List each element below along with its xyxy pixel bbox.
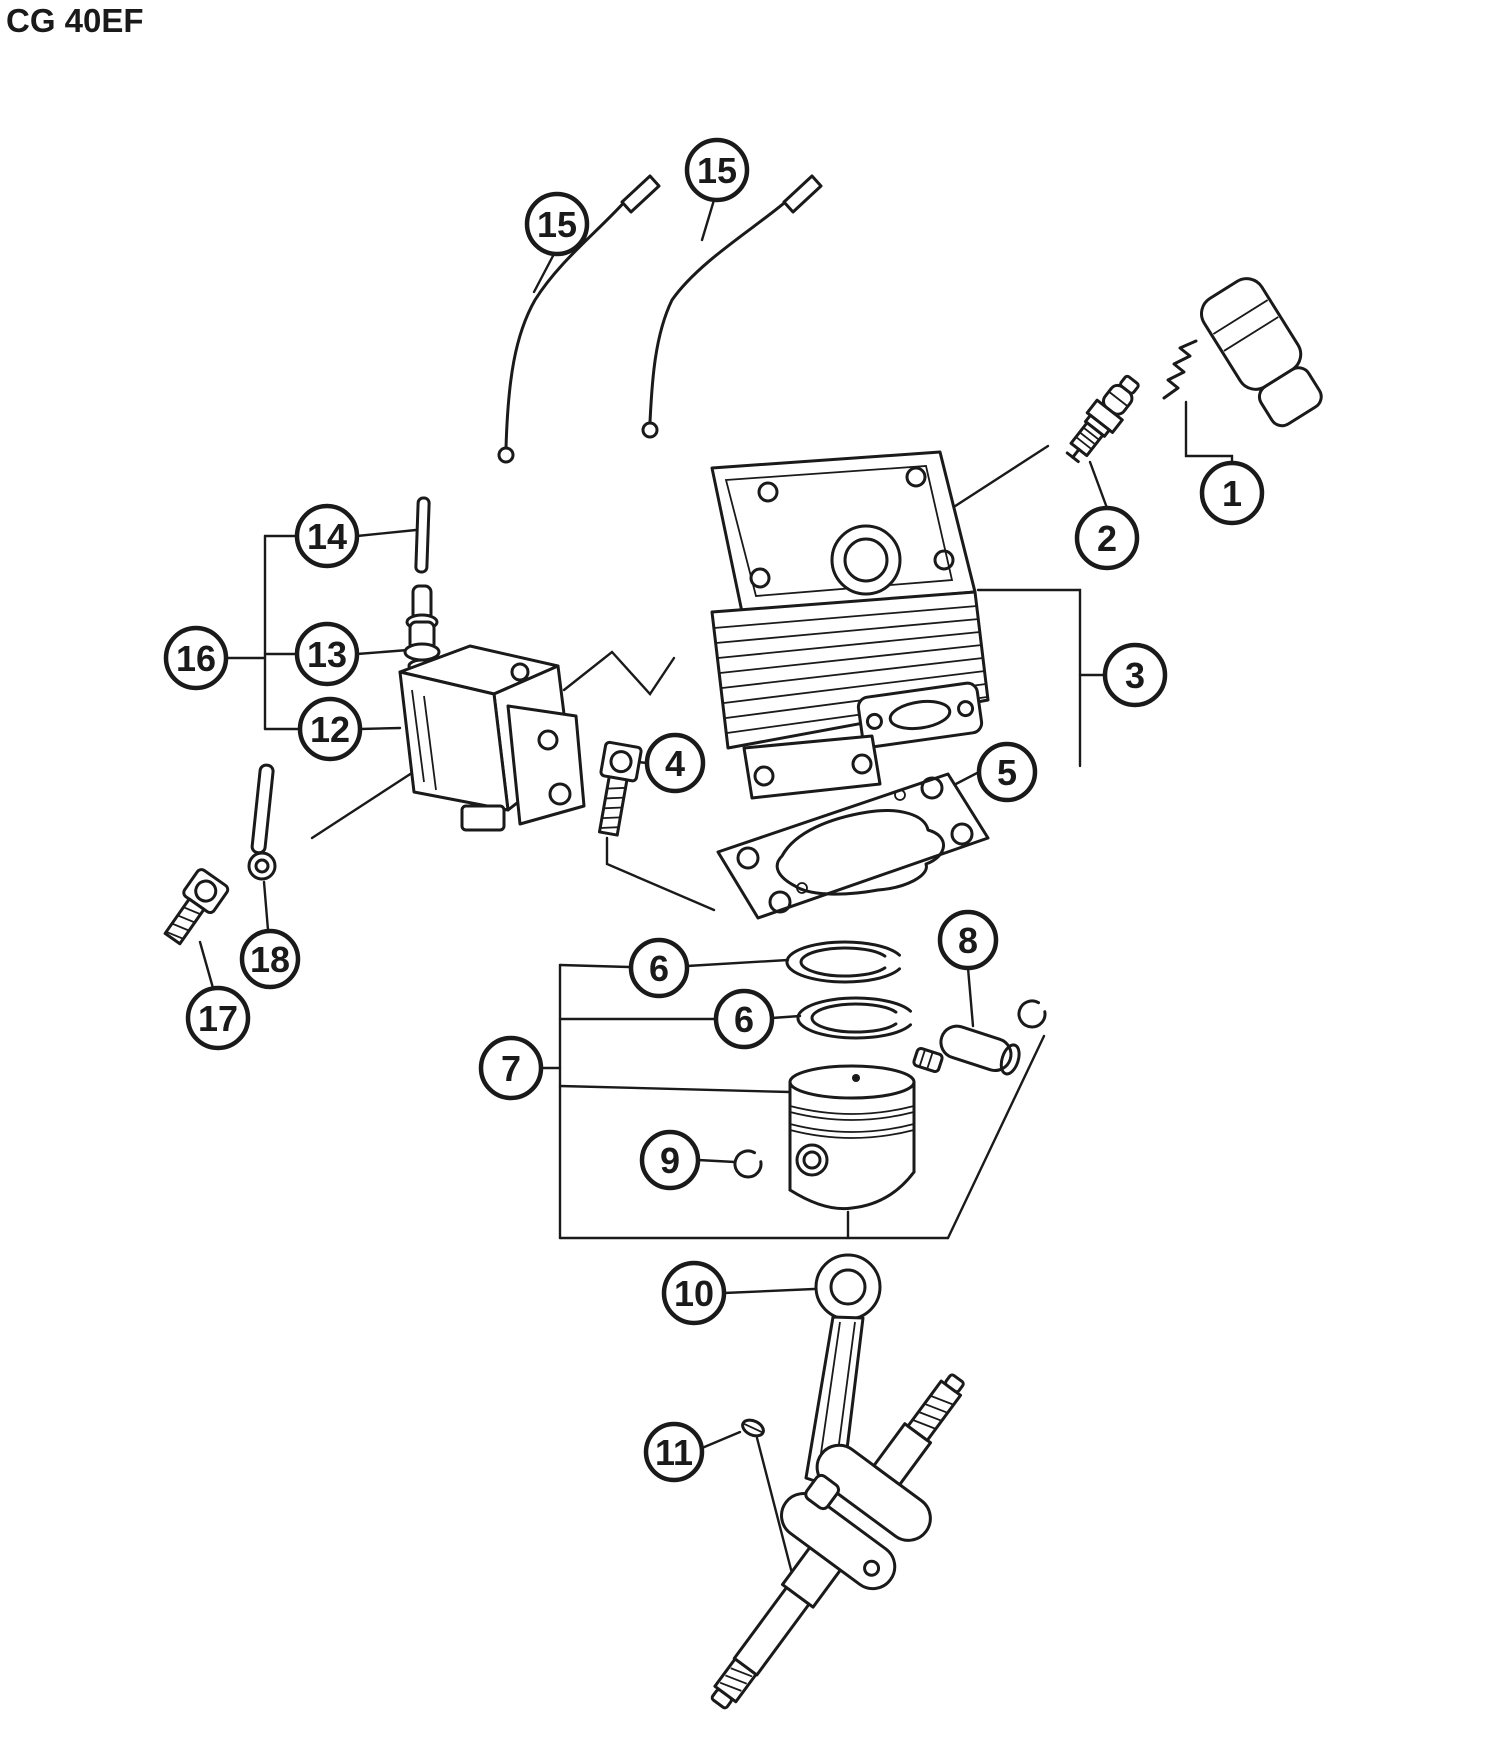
- connecting-rod: [804, 1253, 882, 1492]
- callout-7: 7: [478, 1035, 544, 1101]
- piston-pin-circlip: [1017, 999, 1047, 1029]
- exhaust-flange: [856, 681, 984, 749]
- svg-text:9: 9: [660, 1140, 680, 1181]
- svg-text:17: 17: [198, 998, 238, 1039]
- svg-text:4: 4: [665, 743, 685, 784]
- callout-9: 9: [639, 1129, 701, 1191]
- svg-text:5: 5: [997, 752, 1017, 793]
- leader-lines: [198, 198, 1234, 1587]
- callout-8: 8: [937, 909, 999, 971]
- piston: [788, 1064, 916, 1211]
- coil-rod: [414, 496, 431, 574]
- svg-text:6: 6: [734, 999, 754, 1040]
- spark-plug: [1065, 374, 1140, 464]
- callout-1: 1: [1199, 460, 1265, 526]
- callout-17: 17: [185, 985, 251, 1051]
- svg-text:10: 10: [674, 1273, 714, 1314]
- callout-16: 16: [163, 625, 229, 691]
- svg-text:8: 8: [958, 920, 978, 961]
- callout-6-bottom: 6: [713, 988, 775, 1050]
- coil-screw: [163, 868, 230, 946]
- coil-terminal: [403, 584, 441, 674]
- ignition-coil: [398, 644, 586, 832]
- piston-ring-bottom: [796, 996, 912, 1040]
- piston-circlip: [733, 1149, 763, 1179]
- piston-pin: [939, 1024, 1021, 1076]
- svg-text:16: 16: [176, 638, 216, 679]
- spark-plug-cap: [1200, 277, 1323, 428]
- svg-text:3: 3: [1125, 655, 1145, 696]
- svg-text:7: 7: [501, 1048, 521, 1089]
- terminal-eyelet: [247, 851, 277, 881]
- callout-11: 11: [643, 1421, 705, 1483]
- page-title: CG 40EF: [6, 2, 144, 39]
- callout-14: 14: [294, 503, 360, 569]
- callout-3: 3: [1102, 642, 1168, 708]
- ignition-lead-left: [497, 174, 661, 464]
- callout-10: 10: [661, 1260, 727, 1326]
- callout-12: 12: [297, 696, 363, 762]
- svg-text:13: 13: [307, 634, 347, 675]
- callout-15-right: 15: [684, 137, 750, 203]
- svg-text:12: 12: [310, 709, 350, 750]
- svg-text:11: 11: [655, 1432, 693, 1473]
- cylinder-bolt: [597, 740, 643, 837]
- svg-text:15: 15: [697, 150, 737, 191]
- spark-plug-cap-spring: [1162, 339, 1198, 400]
- ignition-lead-right: [641, 174, 823, 439]
- cylinder-gasket: [716, 772, 990, 920]
- callout-18: 18: [239, 928, 301, 990]
- svg-text:6: 6: [649, 948, 669, 989]
- svg-text:18: 18: [250, 939, 290, 980]
- piston-pin-bearing: [912, 1046, 944, 1074]
- callout-6-top: 6: [628, 937, 690, 999]
- piston-ring-top: [785, 940, 901, 984]
- svg-text:2: 2: [1097, 518, 1117, 559]
- svg-text:15: 15: [537, 204, 577, 245]
- callouts: 15 15 1 2 14 16 13 12 3: [163, 137, 1265, 1483]
- callout-15-left: 15: [524, 191, 590, 257]
- callout-4: 4: [644, 732, 706, 794]
- callout-13: 13: [294, 621, 360, 687]
- callout-2: 2: [1074, 505, 1140, 571]
- crankshaft: [710, 1373, 965, 1710]
- terminal-pin: [250, 763, 275, 855]
- callout-5: 5: [976, 741, 1038, 803]
- svg-text:14: 14: [307, 516, 347, 557]
- cylinder: [710, 450, 990, 800]
- woodruff-key: [741, 1418, 765, 1438]
- svg-text:1: 1: [1222, 473, 1242, 514]
